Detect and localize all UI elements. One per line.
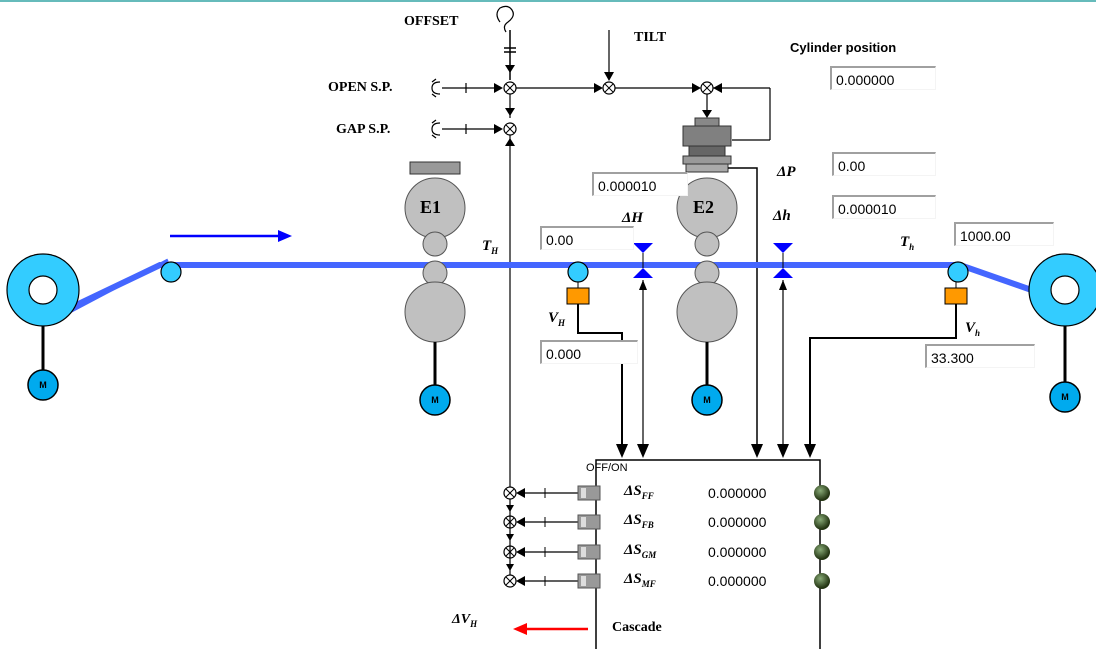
delta-h-field: 0.000010 — [832, 195, 936, 219]
coiler-reel — [1028, 253, 1096, 327]
tension-roll-exit — [947, 261, 969, 283]
status-led-gm — [814, 544, 830, 560]
offset-icon — [496, 5, 514, 33]
summing-junction-gap — [503, 122, 517, 136]
cascade-label: Cascade — [612, 620, 662, 635]
summing-junction-position — [700, 81, 714, 95]
output-value-fb: 0.000000 — [708, 514, 767, 530]
exit-speed-field: 33.300 — [925, 344, 1035, 368]
entry-speed-field: 0.000 — [540, 340, 638, 364]
tilt-label: TILT — [634, 30, 667, 45]
entry-tension-field: 0.00 — [540, 226, 634, 250]
stand-e1-label: E1 — [420, 197, 442, 217]
summing-junction-open — [503, 81, 517, 95]
output-symbol-mf: ΔSMF — [624, 571, 656, 589]
cylinder-position-label: Cylinder position — [790, 40, 897, 55]
status-led-ff — [814, 485, 830, 501]
motor-uncoiler — [27, 369, 59, 401]
stand-e2-label: E2 — [693, 197, 715, 217]
speed-sensor-exit — [944, 287, 968, 305]
deflector-roll-left — [160, 261, 182, 283]
motor-label-uncoiler: M — [39, 380, 47, 390]
uncoiler-reel — [6, 253, 80, 327]
output-symbol-fb: ΔSFB — [624, 512, 654, 530]
motor-label-e2: M — [703, 395, 711, 405]
stand-e2 — [676, 177, 738, 343]
hydraulic-cylinder — [682, 117, 732, 173]
switch-ff[interactable] — [578, 486, 600, 500]
speed-sensor-entry — [566, 287, 590, 305]
exit-speed-symbol: Vh — [965, 320, 981, 338]
entry-tension-symbol: TH — [482, 238, 499, 256]
delta-p-field: 0.00 — [832, 152, 936, 176]
delta-h-lower-symbol: Δh — [773, 208, 791, 224]
cylinder-position-field: 0.000000 — [830, 66, 936, 90]
switch-mf[interactable] — [578, 574, 600, 588]
output-value-mf: 0.000000 — [708, 573, 767, 589]
entry-speed-symbol: VH — [548, 310, 566, 328]
status-led-fb — [814, 514, 830, 530]
output-value-ff: 0.000000 — [708, 485, 767, 501]
status-led-mf — [814, 573, 830, 589]
summing-junction-tilt — [602, 81, 616, 95]
thickness-gauge-exit — [773, 243, 793, 278]
delta-p-symbol: ΔP — [777, 164, 796, 180]
delta-h-upper-symbol: ΔH — [622, 210, 644, 226]
tension-roll-entry — [567, 261, 589, 283]
motor-e2 — [691, 384, 723, 416]
output-switches — [503, 485, 601, 589]
motor-label-e1: M — [431, 395, 439, 405]
output-value-gm: 0.000000 — [708, 544, 767, 560]
motor-label-coiler: M — [1061, 392, 1069, 402]
motor-coiler — [1049, 381, 1081, 413]
open-sp-label: OPEN S.P. — [328, 80, 393, 95]
offset-label: OFFSET — [404, 14, 459, 29]
thickness-gauge-entry — [633, 243, 653, 278]
output-symbol-ff: ΔSFF — [624, 483, 654, 501]
exit-tension-field: 1000.00 — [954, 222, 1054, 246]
metal-strip — [43, 262, 1061, 323]
gap-value-field: 0.000010 — [592, 172, 688, 196]
output-symbol-gm: ΔSGM — [624, 542, 657, 560]
delta-v-symbol: ΔVH — [452, 612, 478, 629]
controller-box — [595, 459, 821, 649]
gap-sp-label: GAP S.P. — [336, 122, 391, 137]
switch-fb[interactable] — [578, 515, 600, 529]
motor-e1 — [419, 384, 451, 416]
stand-e1 — [404, 161, 466, 343]
switch-gm[interactable] — [578, 545, 600, 559]
off-on-label: OFF/ON — [586, 462, 628, 474]
exit-tension-symbol: Th — [900, 234, 915, 252]
